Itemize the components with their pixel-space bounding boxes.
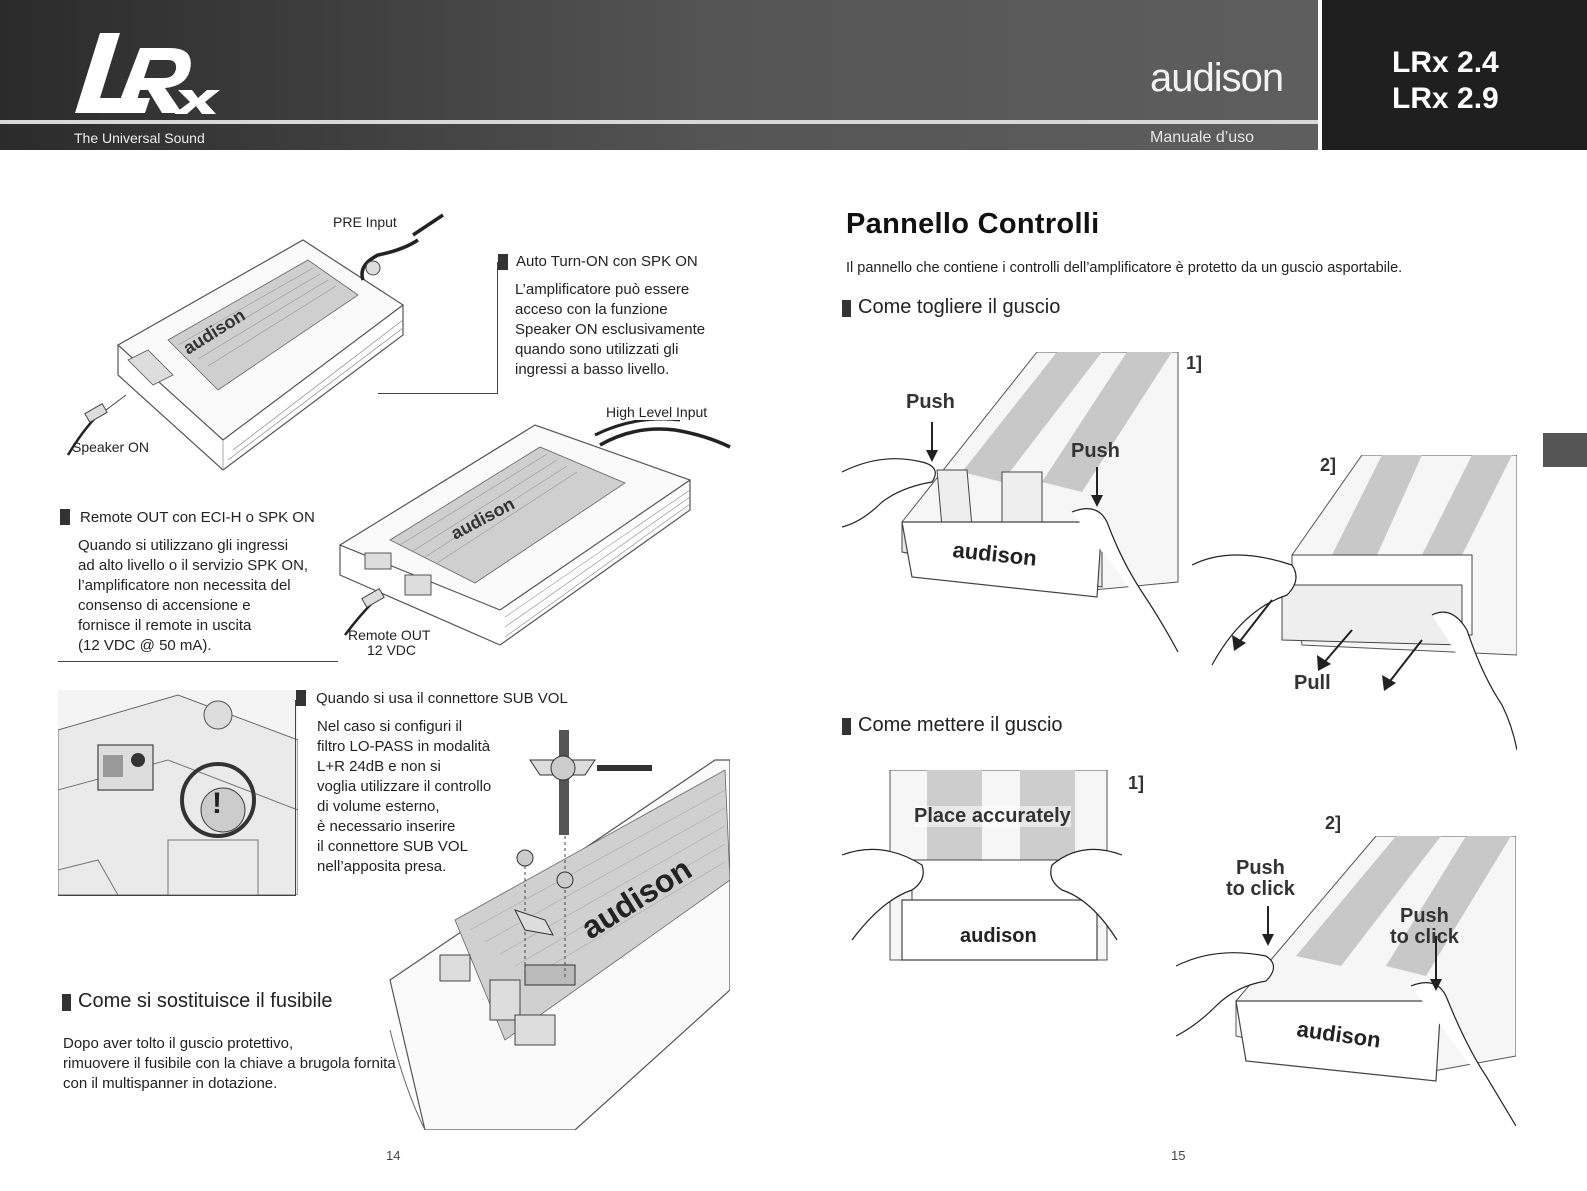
sub-vol-body: Nel caso si configuri il filtro LO-PASS …: [317, 717, 517, 877]
step-number: 2]: [1320, 455, 1337, 475]
remote-out-line: l’amplificatore non necessita del: [78, 577, 291, 594]
auto-turn-on-line: quando sono utilizzati gli: [515, 341, 679, 358]
remove-step-2-illustration: [1192, 455, 1517, 750]
sub-vol-connector-detail: !: [58, 690, 298, 895]
page-number-left: 14: [386, 1148, 401, 1163]
sub-vol-line: L+R 24dB e non si: [317, 758, 441, 775]
auto-turn-on-body: L’amplificatore può essere acceso con la…: [515, 280, 727, 380]
remote-out-heading: Remote OUT con ECI-H o SPK ON: [80, 509, 315, 526]
manual-label: Manuale d’uso: [1150, 129, 1255, 146]
fuse-replacement-illustration: audison: [389, 730, 730, 1130]
step-number: 1]: [1128, 773, 1145, 793]
remote-out-line: consenso di accensione e: [78, 597, 251, 614]
auto-turn-on-callout-line: [378, 262, 498, 394]
amplifier-illustration-1: audison: [66, 213, 444, 471]
fuse-line: con il multispanner in dotazione.: [63, 1075, 278, 1092]
header-band: [0, 0, 1318, 150]
auto-turn-on-heading: Auto Turn-ON con SPK ON: [516, 252, 698, 272]
header-model-block: [1322, 0, 1587, 150]
step-number: 2]: [1325, 813, 1342, 833]
intro-text: Il pannello che contiene i controlli del…: [846, 260, 1403, 276]
to-click-words: to click: [1390, 926, 1459, 948]
remove-step-1-illustration: audison: [842, 352, 1179, 653]
remote-out-line: (12 VDC @ 50 mA).: [78, 637, 212, 654]
fuse-line: rimuovere il fusibile con la chiave a br…: [63, 1055, 396, 1072]
page-title: Pannello Controlli: [846, 208, 1100, 240]
sub-vol-heading: Quando si usa il connettore SUB VOL: [316, 690, 568, 707]
auto-turn-on-line: Speaker ON esclusivamente: [515, 321, 706, 338]
pre-input-label: PRE Input: [333, 214, 397, 230]
fuse-heading: Come si sostituisce il fusibile: [62, 990, 333, 1013]
section-marker: [498, 254, 508, 270]
auto-turn-on-line: L’amplificatore può essere: [515, 281, 690, 298]
sub-vol-line: voglia utilizzare il controllo: [317, 778, 492, 795]
push-label: Push: [906, 391, 955, 413]
brand-name: audison: [1150, 56, 1284, 100]
sub-vol-line: nell’apposita presa.: [317, 858, 447, 875]
to-click-words: to click: [1226, 878, 1295, 900]
lrx-logo: [75, 33, 220, 114]
push-to-click-label: Push to click: [1390, 906, 1459, 948]
place-accurately-label: Place accurately: [914, 805, 1071, 827]
svg-text:!: !: [212, 787, 222, 820]
header-rule: [0, 120, 1318, 124]
sub-vol-line: filtro LO-PASS in modalità: [317, 738, 491, 755]
pull-label: Pull: [1294, 672, 1331, 694]
remote-out-body: Quando si utilizzano gli ingressi ad alt…: [78, 536, 328, 656]
replace-cover-heading: Come mettere il guscio: [842, 714, 1063, 737]
remote-out-line: Quando si utilizzano gli ingressi: [78, 537, 289, 554]
fuse-line: Dopo aver tolto il guscio protettivo,: [63, 1035, 294, 1052]
sub-vol-line: di volume esterno,: [317, 798, 440, 815]
remote-out-line: fornisce il remote in uscita: [78, 617, 252, 634]
fuse-body: Dopo aver tolto il guscio protettivo, ri…: [63, 1034, 423, 1094]
sub-vol-line: Nel caso si configuri il: [317, 718, 463, 735]
step-number: 1]: [1186, 353, 1203, 373]
remove-cover-heading: Come togliere il guscio: [842, 296, 1060, 319]
push-to-click-label: Push to click: [1226, 858, 1295, 900]
replace-step-2-illustration: audison: [1176, 836, 1516, 1126]
amplifier-illustration-2: audison: [338, 417, 731, 646]
sub-vol-line: è necessario inserire: [317, 818, 456, 835]
section-marker: [296, 690, 306, 706]
sub-vol-line: il connettore SUB VOL: [317, 838, 468, 855]
auto-turn-on-line: acceso con la funzione: [515, 301, 668, 318]
high-level-input-label: High Level Input: [606, 404, 708, 420]
page-number-right: 15: [1171, 1148, 1186, 1163]
section-marker: [60, 509, 70, 525]
replace-step-1-illustration: audison: [842, 770, 1122, 961]
model-name-1: LRx 2.4: [1392, 46, 1499, 79]
remote-out-label: Remote OUT: [348, 627, 431, 643]
model-name-2: LRx 2.9: [1392, 82, 1499, 115]
push-word: Push: [1236, 857, 1285, 879]
page-header: The Universal Sound audison Manuale d’us…: [0, 0, 1587, 150]
push-word: Push: [1400, 905, 1449, 927]
auto-turn-on-line: ingressi a basso livello.: [515, 361, 670, 378]
svg-text:audison: audison: [960, 925, 1037, 947]
push-label: Push: [1071, 440, 1120, 462]
speaker-on-label: Speaker ON: [72, 439, 150, 455]
remote-out-voltage: 12 VDC: [367, 642, 417, 658]
remote-out-line: ad alto livello o il servizio SPK ON,: [78, 557, 309, 574]
remote-out-callout-line: [58, 520, 338, 662]
sub-vol-callout-line: [58, 700, 296, 896]
side-section-tab: [1543, 433, 1587, 467]
tagline: The Universal Sound: [74, 130, 205, 146]
